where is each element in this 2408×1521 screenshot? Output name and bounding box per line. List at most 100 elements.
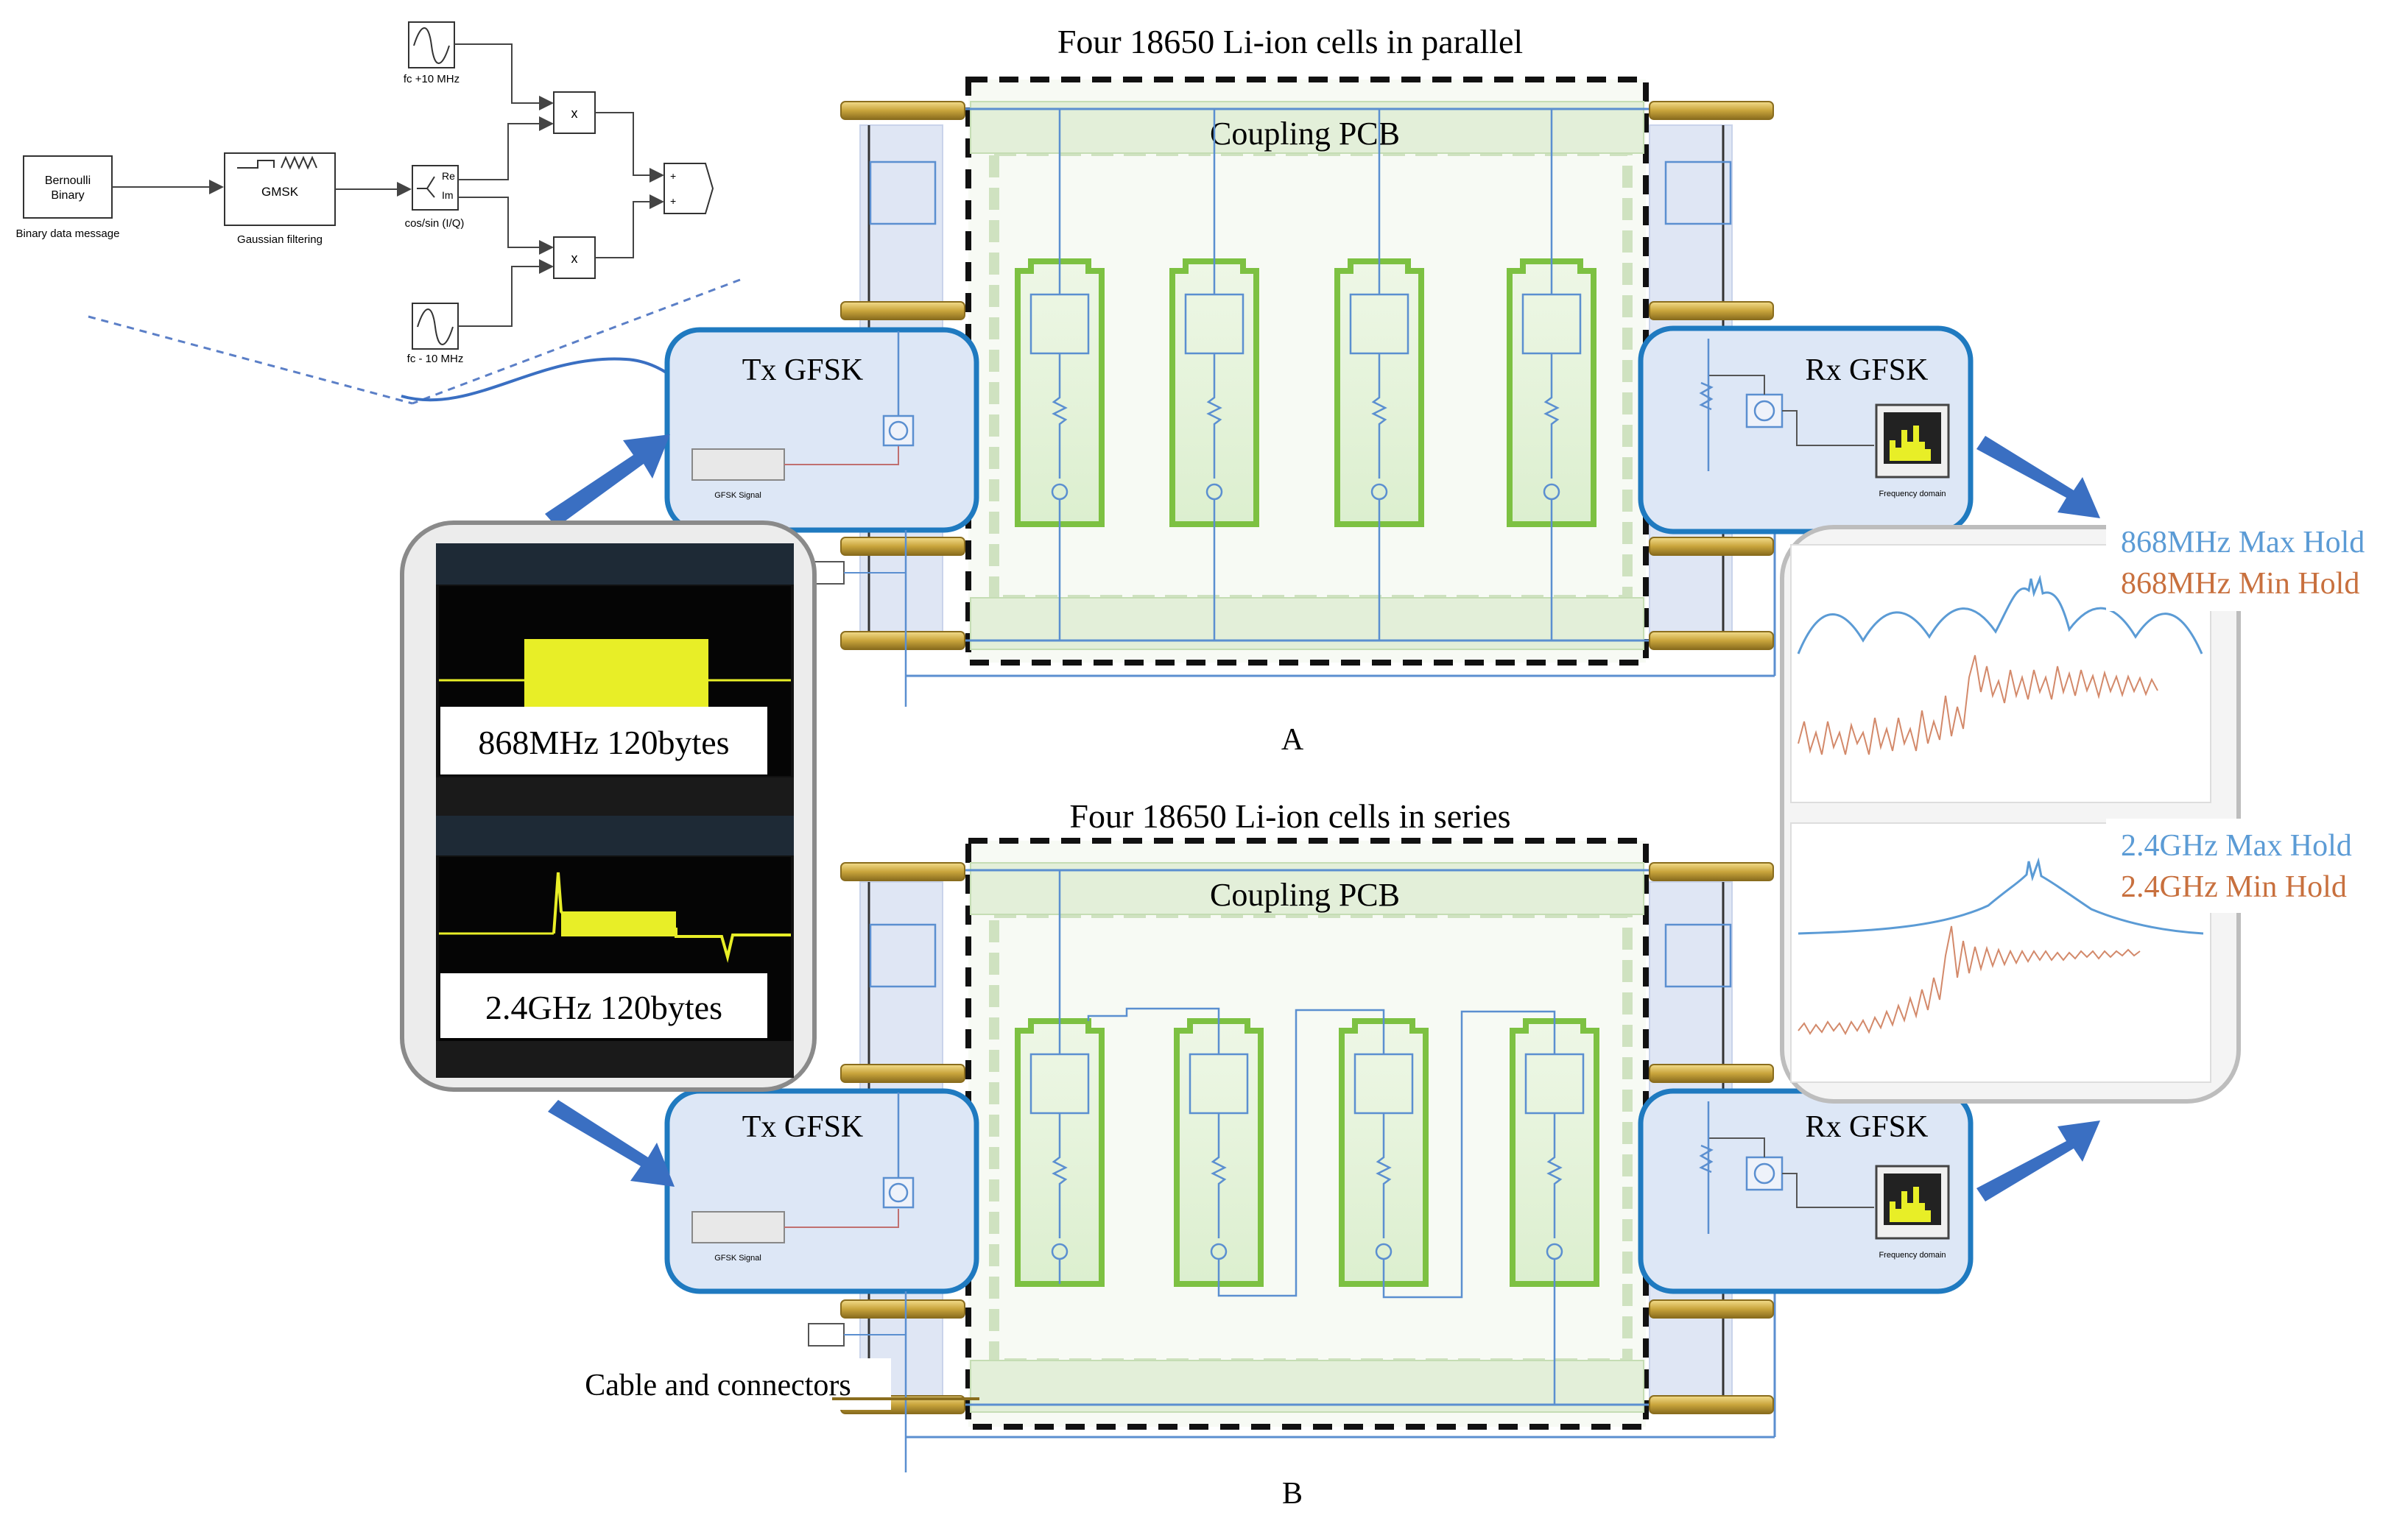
legend-24 — [2106, 819, 2408, 913]
wire — [1708, 1137, 1874, 1208]
legend-max-868: 868MHz Max Hold — [2121, 526, 2365, 560]
legend-868 — [2106, 515, 2408, 611]
coupling-bar-top — [970, 862, 1644, 915]
voltage-sensor-icon — [1745, 1156, 1784, 1191]
rx-gfsk-label: Rx GFSK — [1806, 1110, 1929, 1144]
cable-rc-right — [1664, 160, 1732, 225]
rx-gfsk-label: Rx GFSK — [1806, 353, 1929, 387]
panel-b: Coupling PCB — [545, 838, 1974, 1472]
current-source-icon — [888, 1182, 909, 1203]
scope-label-bottom: 2.4GHz 120bytes — [485, 989, 722, 1026]
zoom-guide-line — [412, 278, 741, 405]
mult-symbol: x — [571, 251, 578, 266]
iq-re: Re — [442, 170, 455, 182]
scope-burst — [524, 639, 708, 720]
scope-label-top: 868MHz 120bytes — [478, 724, 729, 761]
battery-cell — [1339, 1018, 1429, 1287]
battery-cells-parallel — [1015, 109, 1596, 640]
legend-min-24: 2.4GHz Min Hold — [2121, 870, 2347, 904]
coupling-pcb-label: Coupling PCB — [1210, 116, 1400, 152]
arrow-to-tx-b — [548, 1100, 675, 1187]
battery-cell — [1015, 258, 1105, 527]
scope-label-box-bottom — [440, 973, 767, 1038]
battery-cell — [1507, 258, 1596, 527]
iq-split-icon — [417, 176, 435, 198]
voltage-sensor-icon — [1753, 400, 1775, 422]
coupling-bar-top — [970, 101, 1644, 154]
spectrum-bars-icon — [1890, 426, 1931, 461]
gfsk-block-label: GFSK Signal — [714, 1254, 761, 1263]
osc-bottom-caption: fc - 10 MHz — [407, 353, 464, 365]
wire — [784, 1209, 899, 1228]
cable-label-box — [545, 1358, 891, 1410]
min-hold-trace-868 — [1798, 654, 2158, 755]
gfsk-signal-block — [691, 448, 785, 481]
const-block — [808, 1323, 845, 1347]
mult-symbol: x — [571, 106, 578, 121]
osc-top-caption: fc +10 MHz — [404, 73, 460, 85]
spectrum-panel: 868MHz Max Hold 868MHz Min Hold 2.4GHz M… — [1780, 515, 2408, 1104]
max-hold-trace-868 — [1797, 574, 2203, 654]
battery-cell — [1174, 1018, 1264, 1287]
scope-footer — [436, 1041, 794, 1078]
battery-cell — [1169, 258, 1259, 527]
tx-gfsk-label: Tx GFSK — [742, 353, 864, 387]
gmsk-waveform-icon — [237, 155, 317, 170]
voltage-sensor-icon — [1753, 1162, 1775, 1185]
freq-block-label: Frequency domain — [1879, 1251, 1946, 1260]
scope-toolbar — [436, 816, 794, 855]
gmsk-caption: Gaussian filtering — [237, 233, 323, 246]
top-title: Four 18650 Li-ion cells in parallel — [1057, 23, 1523, 60]
min-hold-trace-24 — [1798, 925, 2141, 1036]
coupling-bar-bottom — [970, 1360, 1644, 1413]
battery-cell — [1510, 1018, 1599, 1287]
sum-plus: + — [670, 170, 676, 182]
battery-cell — [1334, 258, 1424, 527]
sum-block — [663, 163, 714, 214]
scope-footer — [436, 777, 794, 817]
cable-label: Cable and connectors — [585, 1369, 851, 1402]
legend-max-24: 2.4GHz Max Hold — [2121, 829, 2352, 863]
connectors-a — [840, 101, 1774, 650]
iq-caption: cos/sin (I/Q) — [405, 217, 465, 230]
simulink-schematic: Bernoulli Binary Binary data message GMS… — [16, 21, 741, 447]
resistor-icon — [1699, 381, 1714, 411]
rx-gfsk-box — [1638, 325, 1974, 534]
source-caption: Binary data message — [16, 227, 120, 240]
scope-toolbar — [436, 543, 794, 585]
resistor-icon — [1699, 1144, 1714, 1174]
current-source-icon — [882, 1176, 915, 1209]
max-hold-trace-24 — [1798, 857, 2204, 935]
current-source-icon — [882, 414, 915, 447]
bernoulli-label: Bernoulli — [45, 174, 91, 187]
label-a: A — [1281, 723, 1304, 757]
tx-gfsk-label: Tx GFSK — [742, 1110, 864, 1144]
freq-block-label: Frequency domain — [1879, 490, 1946, 498]
battery-cell — [1015, 1018, 1105, 1287]
oscilloscope-panel: 868MHz 120bytes 2.4GHz 120bytes — [400, 520, 817, 1092]
arrow-from-rx-b — [1976, 1121, 2100, 1201]
cable-rc-left — [869, 160, 937, 225]
iq-im: Im — [442, 189, 454, 201]
simulink-wires — [454, 43, 664, 327]
cable-rc-left — [869, 923, 937, 988]
bottom-title: Four 18650 Li-ion cells in series — [1069, 797, 1510, 835]
voltage-sensor-icon — [1745, 393, 1784, 428]
wire — [1708, 375, 1874, 446]
arrow-from-rx-a — [1976, 436, 2100, 518]
battery-cells-series — [1015, 870, 1599, 1405]
gmsk-label: GMSK — [261, 185, 299, 199]
cable-rc-right — [1664, 923, 1732, 988]
sine-icon — [417, 308, 454, 345]
gfsk-signal-block — [691, 1211, 785, 1243]
current-source-icon — [888, 420, 909, 441]
wire — [839, 446, 899, 465]
legend-min-868: 868MHz Min Hold — [2121, 567, 2359, 601]
flow-arrows — [545, 434, 2100, 1201]
sine-icon — [413, 27, 450, 64]
arrow-to-tx-a — [545, 434, 670, 527]
scope-label-box-top — [440, 707, 767, 774]
label-b: B — [1282, 1477, 1303, 1511]
